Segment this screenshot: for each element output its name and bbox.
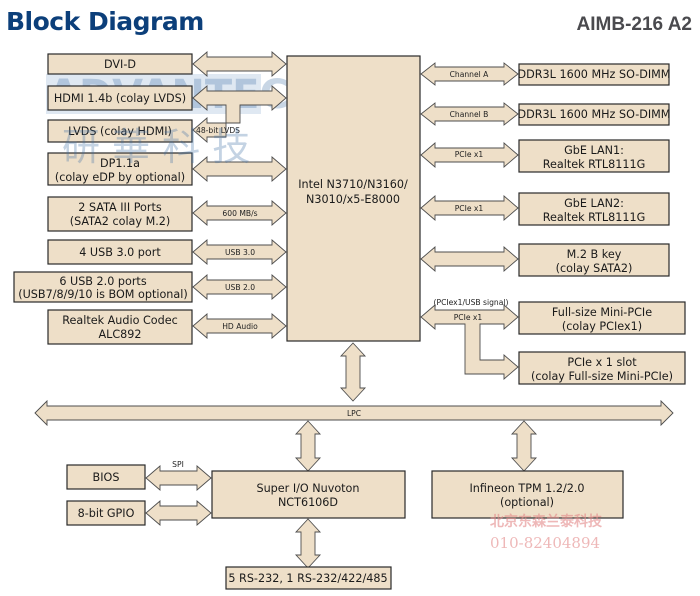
arrow-audio: [192, 313, 287, 339]
bus-label-spi: SPI: [172, 460, 184, 469]
bus-label-lan2: PCIe x1: [455, 204, 484, 213]
block-hdmi-label: HDMI 1.4b (colay LVDS): [54, 92, 186, 105]
block-usb2-label-1: 6 USB 2.0 ports: [59, 275, 146, 288]
block-usb2-label-2: (USB7/8/9/10 is BOM optional): [18, 288, 187, 301]
block-usb3[interactable]: [47, 239, 193, 265]
block-dimm-a-label: DDR3L 1600 MHz SO-DIMM: [518, 68, 671, 81]
block-minipcie[interactable]: [518, 301, 686, 335]
cpu-label-1: Intel N3710/N3160/: [298, 178, 408, 191]
bus-label-lan1: PCIe x1: [455, 150, 484, 159]
bus-label-minipcie: PCIe x1: [454, 313, 483, 322]
left-blocks: DVI-D HDMI 1.4b (colay LVDS) LVDS (colay…: [13, 53, 193, 345]
arrow-lpc-tpm: [510, 420, 538, 472]
block-pcie-slot[interactable]: [518, 351, 686, 385]
arrow-lan2: [420, 195, 519, 221]
block-minipcie-label-2: (colay PCIex1): [562, 320, 642, 333]
block-audio-label-1: Realtek Audio Codec: [62, 314, 178, 327]
block-lan2-label-2: Realtek RTL8111G: [543, 211, 646, 224]
block-sata[interactable]: [47, 196, 193, 232]
arrow-usb2: [192, 274, 287, 300]
model-name: AIMB-216 A2: [577, 14, 692, 35]
block-m2-label-2: (colay SATA2): [556, 262, 633, 275]
block-dimm-b[interactable]: [518, 103, 670, 126]
arrow-minipcie-slot: [420, 304, 519, 380]
block-lan2[interactable]: [518, 192, 670, 226]
block-dimm-a[interactable]: [518, 63, 670, 86]
arrow-cpu-lpc: [339, 342, 367, 402]
block-m2-label-1: M.2 B key: [567, 248, 622, 261]
block-lan1-label-1: GbE LAN1:: [564, 144, 624, 157]
block-lvds-label: LVDS (colay HDMI): [68, 125, 172, 138]
lpc-bus-label: LPC: [347, 409, 361, 418]
bus-label-usb2: USB 2.0: [225, 283, 255, 292]
arrow-gpio: [145, 500, 212, 526]
block-superio-label-2: NCT6106D: [278, 496, 338, 509]
bus-label-audio: HD Audio: [222, 322, 258, 331]
arrow-m2: [420, 246, 519, 272]
lpc-bus: [34, 399, 674, 427]
right-blocks: DDR3L 1600 MHz SO-DIMM DDR3L 1600 MHz SO…: [518, 63, 686, 385]
block-bios[interactable]: [66, 464, 146, 490]
block-pcie-slot-label-1: PCIe x 1 slot: [567, 356, 637, 369]
bus-note-minipcie: (PCIex1/USB signal): [434, 298, 509, 307]
bus-label-channel-a: Channel A: [450, 70, 490, 79]
block-superio[interactable]: [211, 470, 406, 519]
watermark-reseller: 北京东森兰泰科技: [490, 513, 603, 530]
arrow-channel-b: [420, 102, 519, 126]
block-lan2-label-1: GbE LAN2:: [564, 197, 624, 210]
arrow-dp: [192, 156, 287, 182]
watermark-brand-cn: 研 華 科 技: [62, 125, 250, 169]
block-audio-codec[interactable]: [47, 309, 193, 345]
block-dp-label-1: DP1.1a: [100, 157, 140, 170]
arrow-dvi: [192, 51, 287, 77]
watermark-phone: 010-82404894: [490, 534, 600, 552]
block-dp-label-2: (colay eDP by optional): [55, 171, 185, 184]
right-arrows: Channel A Channel B PCIe x1 PCIe x1 (PCI…: [420, 62, 519, 380]
arrow-lan1: [420, 142, 519, 168]
block-usb2[interactable]: [13, 271, 193, 303]
left-arrows: 48-bit LVDS 600 MB/s USB 3.0 USB 2.0 HD …: [192, 51, 287, 339]
arrow-bios-spi: [145, 465, 212, 491]
block-minipcie-label-1: Full-size Mini-PCIe: [552, 306, 652, 319]
block-sata-label-2: (SATA2 colay M.2): [70, 215, 171, 228]
block-audio-label-2: ALC892: [98, 328, 141, 341]
arrow-usb3: [192, 239, 287, 265]
arrow-channel-a: [420, 62, 519, 86]
block-m2[interactable]: [518, 243, 670, 277]
block-tpm-label-2: (optional): [500, 496, 554, 509]
block-serial-label: 5 RS-232, 1 RS-232/422/485: [228, 572, 387, 585]
block-sata-label-1: 2 SATA III Ports: [78, 201, 162, 214]
block-dp[interactable]: [47, 152, 193, 186]
bus-label-usb3: USB 3.0: [225, 248, 255, 257]
block-lvds[interactable]: [47, 119, 193, 143]
block-superio-label-1: Super I/O Nuvoton: [256, 482, 359, 495]
bus-label-48bit-lvds: 48-bit LVDS: [196, 126, 240, 135]
block-lan1[interactable]: [518, 139, 670, 173]
block-dimm-b-label: DDR3L 1600 MHz SO-DIMM: [518, 108, 671, 121]
block-tpm-label-1: Infineon TPM 1.2/2.0: [469, 482, 584, 495]
page-title: Block Diagram: [6, 7, 204, 36]
block-dvi-d-label: DVI-D: [104, 58, 136, 71]
bus-label-sata: 600 MB/s: [222, 209, 257, 218]
block-usb3-label: 4 USB 3.0 port: [79, 246, 161, 259]
bus-label-channel-b: Channel B: [450, 110, 489, 119]
block-gpio[interactable]: [66, 500, 146, 526]
block-tpm[interactable]: [431, 470, 624, 519]
arrow-superio-serial: [294, 518, 322, 569]
block-lan1-label-2: Realtek RTL8111G: [543, 158, 646, 171]
block-serial[interactable]: [225, 566, 392, 590]
block-dvi-d[interactable]: [47, 53, 193, 75]
block-cpu[interactable]: [286, 55, 421, 342]
arrow-sata: [192, 200, 287, 226]
block-hdmi[interactable]: [47, 85, 193, 111]
cpu-label-2: N3010/x5-E8000: [306, 193, 400, 206]
block-gpio-label: 8-bit GPIO: [78, 507, 135, 520]
arrow-hdmi-lvds: [192, 85, 287, 143]
block-bios-label: BIOS: [93, 471, 120, 484]
arrow-lpc-superio: [294, 420, 322, 472]
block-pcie-slot-label-2: (colay Full-size Mini-PCIe): [531, 370, 673, 383]
